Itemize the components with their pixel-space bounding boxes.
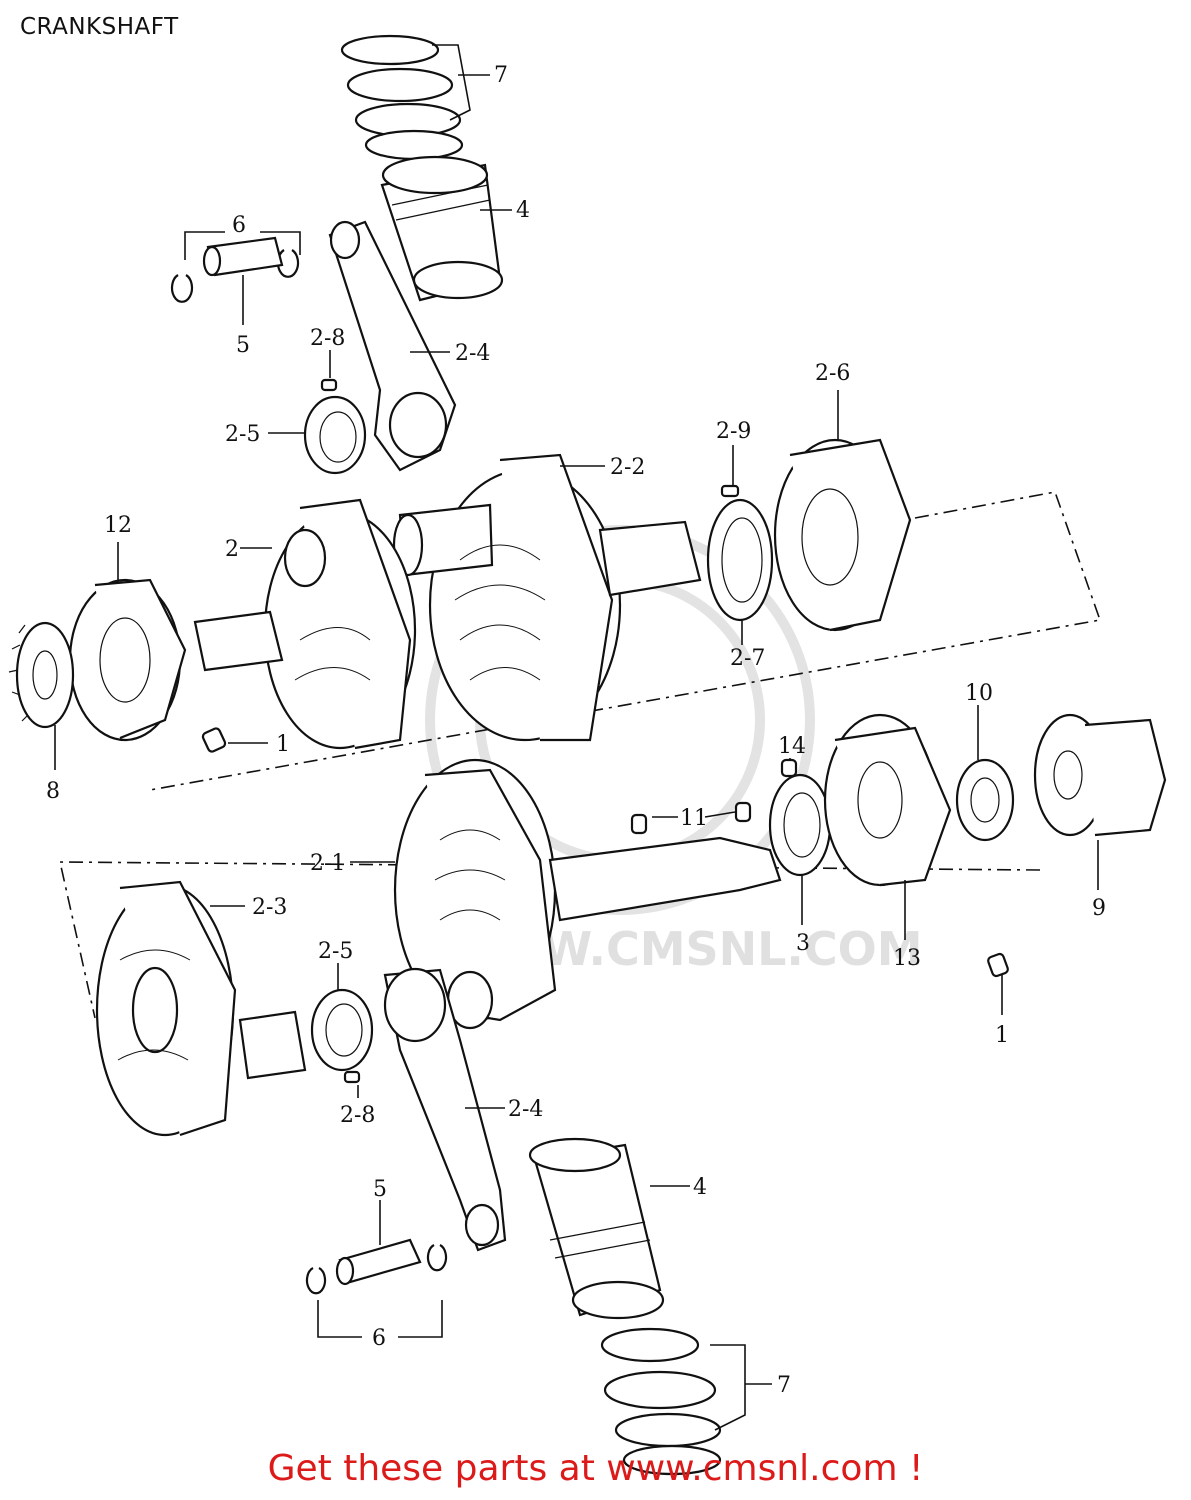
callout-2-5-lower: 2-5	[318, 939, 353, 964]
pin-11a	[630, 813, 648, 835]
callout-13: 13	[893, 946, 921, 971]
callout-labels: 7 4 6 5 2-8 2-4 2-5 2-2 2-9 2-6 2-7 12 2…	[46, 63, 1106, 1398]
piston-lower	[528, 1137, 665, 1320]
parts-link-footer[interactable]: Get these parts at www.cmsnl.com !	[267, 1448, 924, 1489]
piston-rings-top	[340, 34, 464, 161]
callout-14: 14	[778, 734, 806, 759]
callout-7-top: 7	[494, 63, 508, 88]
crank-web-lower	[393, 758, 782, 1030]
key-upper	[201, 727, 227, 753]
callout-2-4-lower: 2-4	[508, 1097, 543, 1122]
flywheel-right	[392, 453, 702, 742]
sprocket-left	[8, 621, 75, 729]
callout-2-8-lower: 2-8	[340, 1103, 375, 1128]
connecting-rod-top	[328, 220, 457, 472]
connecting-rod-lower	[383, 967, 507, 1252]
pin-11b	[734, 801, 752, 823]
callout-5-top: 5	[236, 333, 250, 358]
flywheel-left	[193, 498, 417, 750]
callout-1-upper: 1	[276, 732, 290, 757]
bearing-race-right	[773, 438, 912, 632]
callout-2-9: 2-9	[716, 419, 751, 444]
callout-1-lower: 1	[995, 1023, 1009, 1048]
pin-bearing-top	[303, 378, 367, 475]
callout-11: 11	[680, 806, 708, 831]
callout-5-lower: 5	[373, 1177, 387, 1202]
callout-2-1: 2-1	[310, 851, 345, 876]
callout-2-2: 2-2	[610, 455, 645, 480]
callout-8: 8	[46, 779, 60, 804]
pin-14	[780, 758, 798, 778]
callout-2-8-top: 2-8	[310, 326, 345, 351]
pin-bearing-right	[706, 484, 774, 622]
needle-bearing-3	[768, 773, 832, 877]
callout-4-top: 4	[516, 198, 530, 223]
piston-rings-lower	[600, 1327, 722, 1476]
callout-6-top: 6	[232, 213, 246, 238]
flywheel-lower-left	[95, 880, 307, 1137]
page-title: CRANKSHAFT	[20, 14, 179, 40]
piston-pin-top	[170, 236, 300, 303]
key-lower	[987, 952, 1009, 978]
bearing-race-13	[823, 713, 952, 887]
callout-9: 9	[1092, 896, 1106, 921]
collar-10	[955, 758, 1015, 842]
callout-2-5-top: 2-5	[225, 422, 260, 447]
piston-pin-lower	[305, 1238, 448, 1295]
callout-4-lower: 4	[693, 1175, 707, 1200]
pin-bearing-lower	[310, 988, 374, 1084]
piston-top	[380, 155, 504, 302]
callout-2-7: 2-7	[730, 646, 765, 671]
callout-10: 10	[965, 681, 993, 706]
callout-12: 12	[104, 513, 132, 538]
ball-bearing-left	[68, 578, 187, 742]
callout-2: 2	[225, 537, 239, 562]
callout-6-lower: 6	[372, 1326, 386, 1351]
callout-2-4-top: 2-4	[455, 341, 490, 366]
leader-lines	[54, 44, 1099, 1431]
sprocket-right	[1033, 713, 1167, 837]
callout-2-6: 2-6	[815, 361, 850, 386]
callout-2-3: 2-3	[252, 895, 287, 920]
callout-3: 3	[796, 931, 810, 956]
callout-7-lower: 7	[777, 1373, 791, 1398]
